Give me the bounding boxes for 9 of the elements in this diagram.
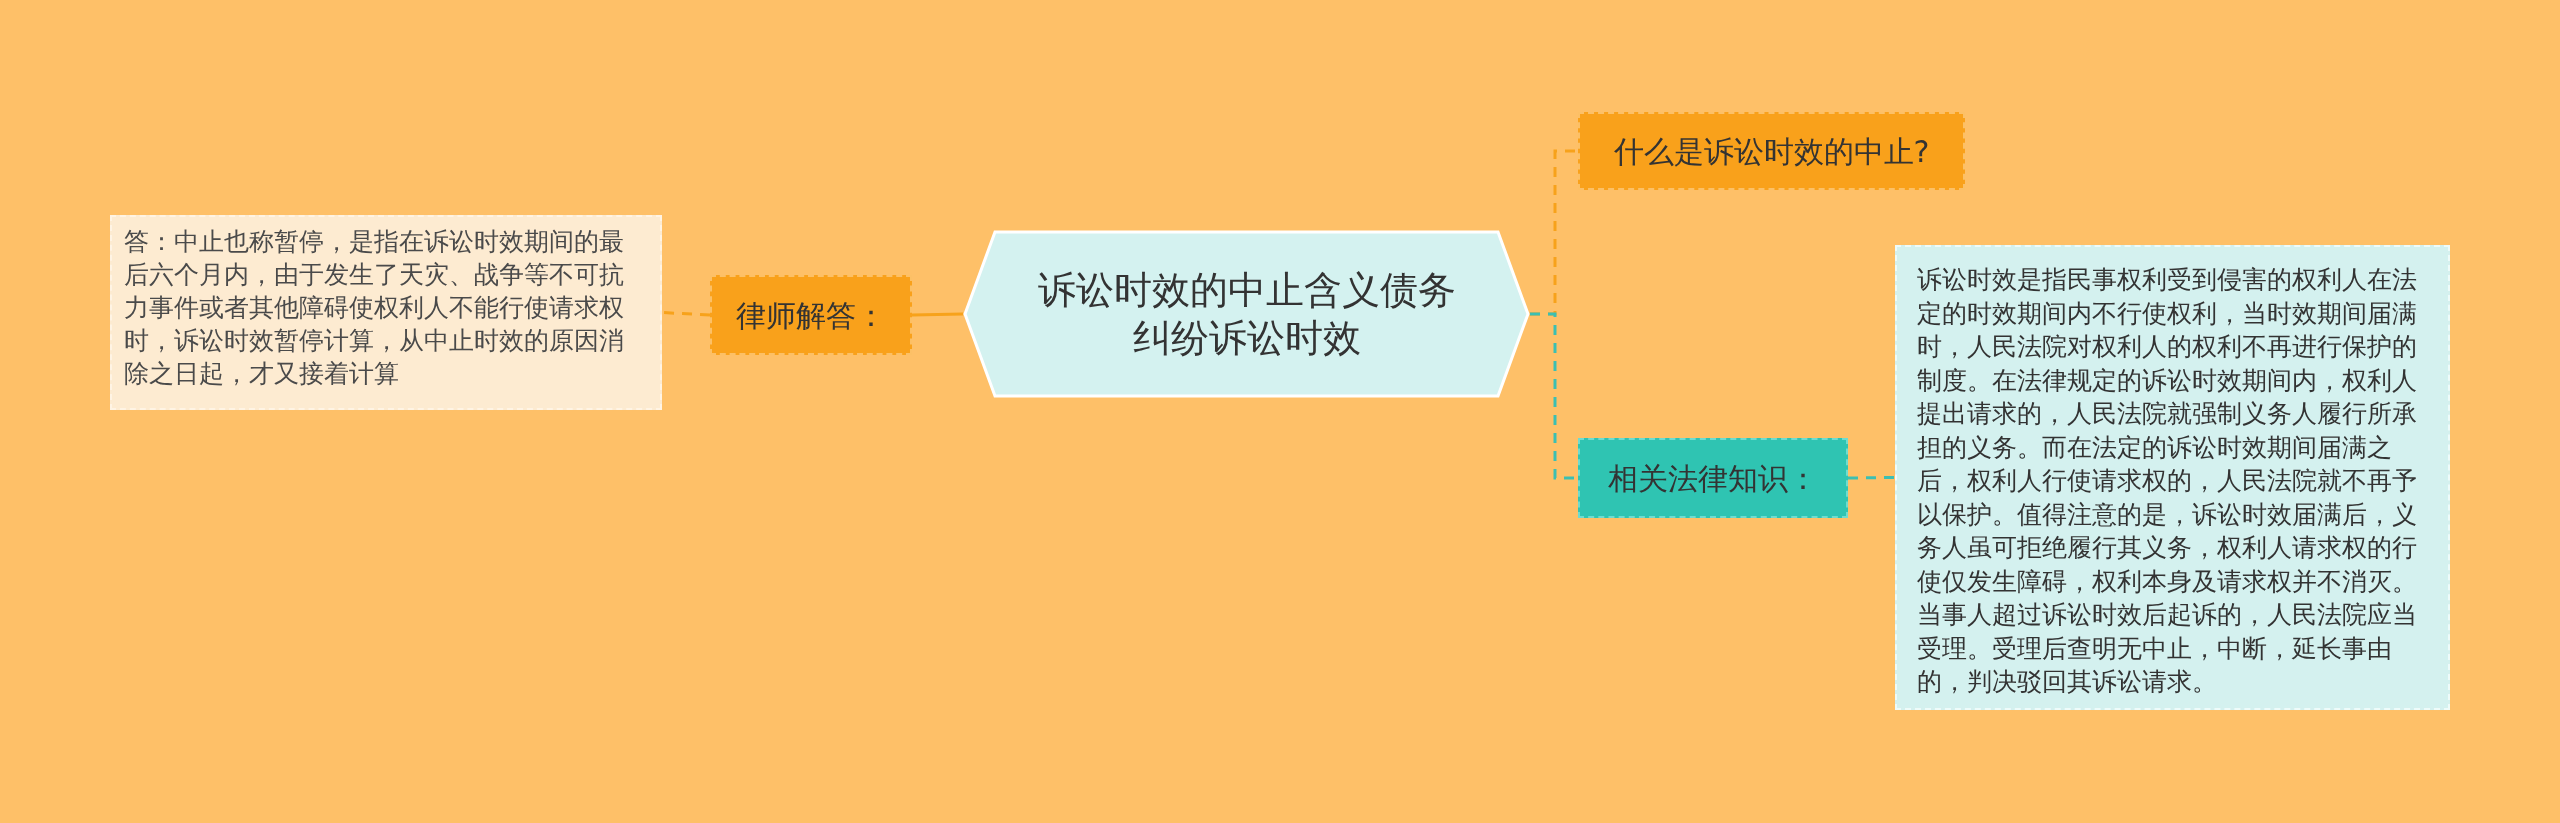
topic-box: 什么是诉讼时效的中止?: [1578, 112, 1965, 190]
note-box: 答：中止也称暂停，是指在诉讼时效期间的最后六个月内，由于发生了天灾、战争等不可抗力事件或者其他障碍使权利人不能行使请求权时，诉讼时效暂停计算，从中止时效的原因消除之日起，才又接着计算: [110, 215, 662, 410]
connector-line: [1848, 476, 1895, 480]
connector-line: [911, 312, 964, 317]
central-topic-hexagon: 诉讼时效的中止含义债务纠纷诉讼时效: [963, 230, 1530, 398]
connector-line: [661, 311, 711, 317]
note-box: 诉讼时效是指民事权利受到侵害的权利人在法定的时效期间内不行使权利，当时效期间届满时，人民法院对权利人的权利不再进行保护的制度。在法律规定的诉讼时效期间内，权利人提出请求的，人民法院就强制义务人履行所承担的义务。而在法定的诉讼时效期间届满之后，权利人行使请求权的，人民法院就不再予以保护。值得注意的是，诉讼时效届满后，义务人虽可拒绝履行其义务，权利人请求权的行使仅发生障碍，权利本身及请求权并不消灭。当事人超过诉讼时效后起诉的，人民法院应当受理。受理后查明无中止，中断，延长事由的，判决驳回其诉讼请求。: [1895, 245, 2450, 710]
topic-box: 律师解答：: [710, 275, 912, 355]
topic-box: 相关法律知识：: [1578, 438, 1848, 518]
